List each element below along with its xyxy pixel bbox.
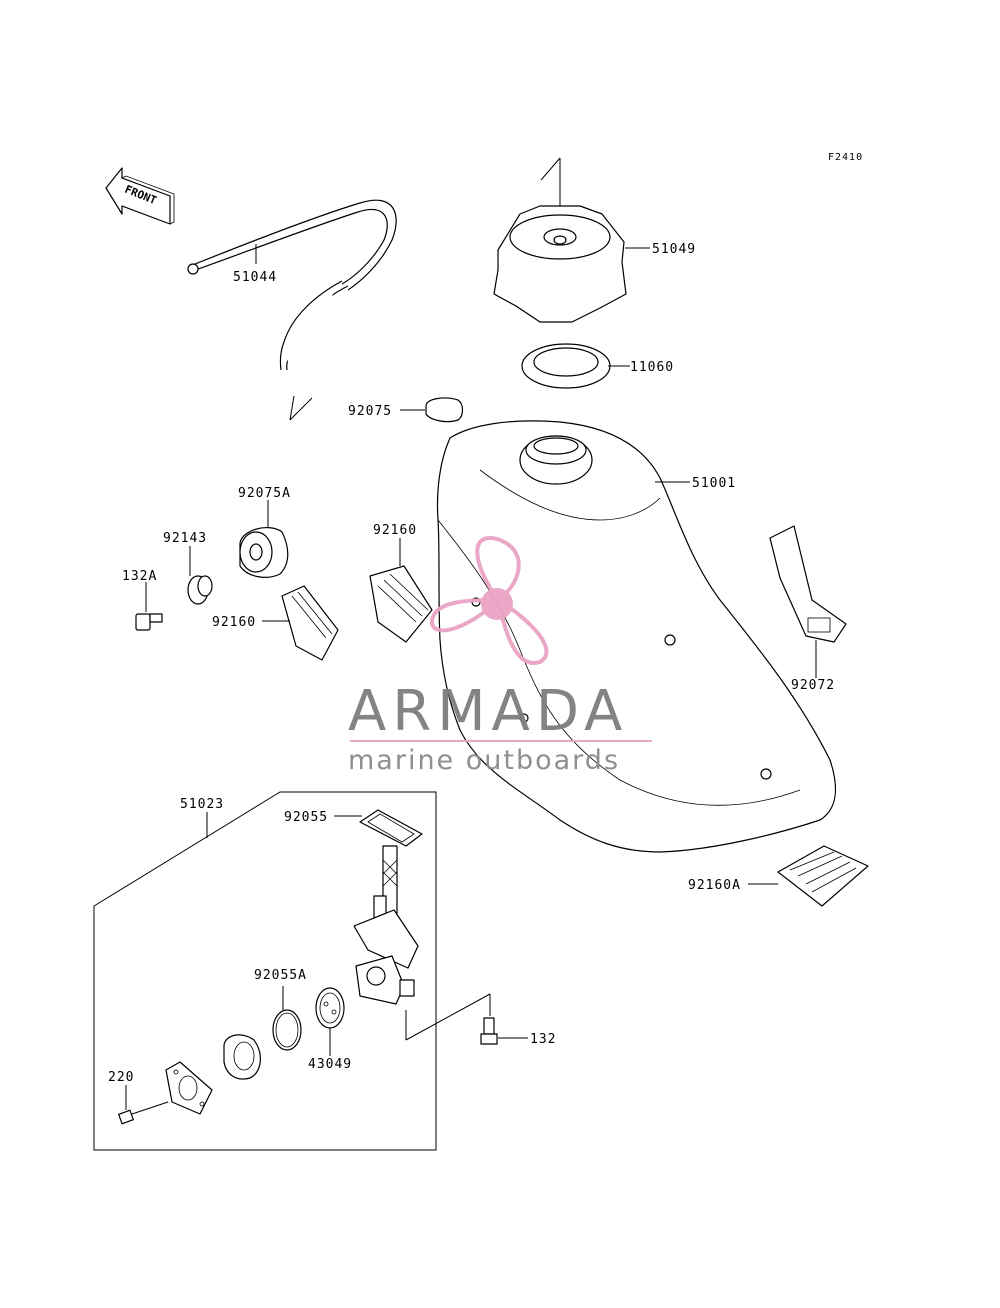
part-label-92075A: 92075A	[238, 486, 291, 501]
valve-diaphragm-part	[315, 987, 345, 1056]
cap-gasket-part	[521, 343, 630, 389]
part-label-92160A: 92160A	[688, 878, 741, 893]
rubber-pad-left-part	[262, 585, 339, 661]
part-label-43049: 43049	[308, 1057, 352, 1072]
watermark-tagline: marine outboards	[348, 745, 620, 776]
part-label-92075: 92075	[348, 404, 392, 419]
diagram-code: F2410	[828, 152, 863, 163]
screw-220-part	[118, 1085, 169, 1125]
collar-part	[187, 546, 213, 605]
fuel-cock-assembly-box	[93, 791, 437, 1151]
part-label-51044: 51044	[233, 270, 277, 285]
part-label-92072: 92072	[791, 678, 835, 693]
fuel-hose-part	[187, 199, 397, 421]
damper-part	[239, 500, 289, 578]
bolt-132-part	[405, 993, 528, 1045]
part-label-220: 220	[108, 1070, 134, 1085]
rubber-pad-mid-part	[369, 538, 433, 643]
part-label-51049: 51049	[652, 242, 696, 257]
tank-band-part	[769, 525, 847, 678]
filter-gasket-part	[334, 809, 423, 847]
rubber-pad-rear-part	[748, 845, 869, 907]
part-label-92143: 92143	[163, 531, 207, 546]
front-arrow-icon: FRONT	[105, 167, 175, 225]
bolt-132a-part	[135, 582, 163, 631]
part-label-92055: 92055	[284, 810, 328, 825]
o-ring-part	[272, 986, 302, 1051]
fuel-cock-part	[353, 845, 419, 1040]
propeller-logo-icon	[430, 536, 549, 665]
part-label-51001: 51001	[692, 476, 736, 491]
fuel-tank-part	[436, 420, 837, 853]
part-label-51023: 51023	[180, 797, 224, 812]
armada-watermark: ARMADA marine outboards	[348, 536, 652, 776]
part-label-92055A: 92055A	[254, 968, 307, 983]
watermark-brand: ARMADA	[348, 679, 628, 744]
rubber-cap-part	[400, 397, 464, 423]
part-label-132: 132	[530, 1032, 556, 1047]
fuel-cap-part	[493, 157, 650, 323]
fuel-cock-lever-part	[223, 1034, 261, 1080]
part-label-92160-mid: 92160	[373, 523, 417, 538]
part-label-132A: 132A	[122, 569, 157, 584]
fuel-cock-plate-part	[165, 1061, 213, 1115]
part-label-11060: 11060	[630, 360, 674, 375]
part-label-92160-left: 92160	[212, 615, 256, 630]
